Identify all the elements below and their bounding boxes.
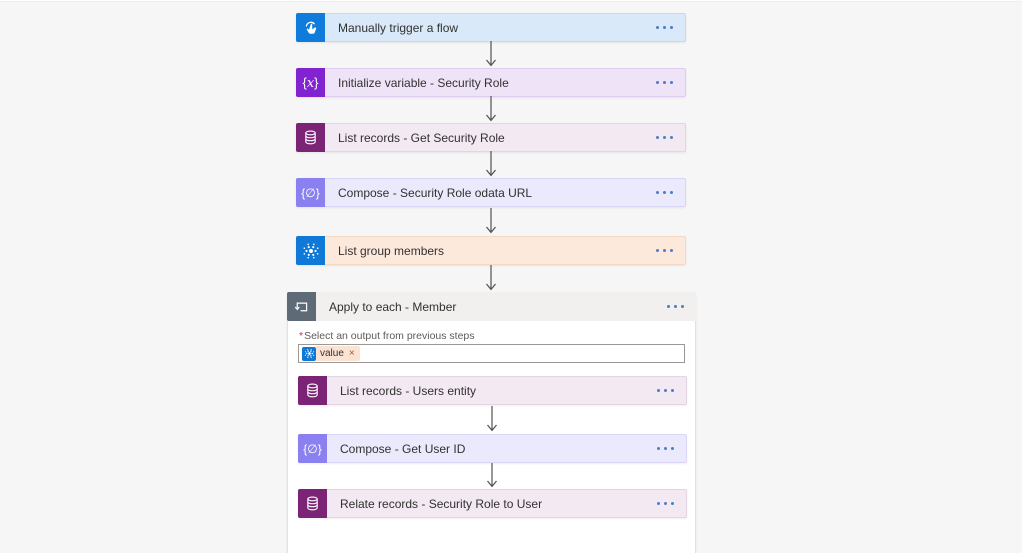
ellipsis-menu-icon[interactable] xyxy=(651,496,686,511)
token-label: value xyxy=(320,348,344,359)
entra-group-icon xyxy=(302,346,316,361)
token-remove-icon[interactable]: × xyxy=(348,347,355,359)
step-list-records-users-entity[interactable]: List records - Users entity xyxy=(298,376,687,405)
loop-icon xyxy=(287,292,316,321)
dynamic-content-token[interactable]: value × xyxy=(302,346,360,361)
step-list-records-get-security-role[interactable]: List records - Get Security Role xyxy=(296,123,686,152)
ellipsis-menu-icon[interactable] xyxy=(651,383,686,398)
step-title: Relate records - Security Role to User xyxy=(340,496,543,511)
code-braces-icon: {∅} xyxy=(298,434,327,463)
step-title: Compose - Get User ID xyxy=(340,441,466,456)
input-label: *Select an output from previous steps xyxy=(299,330,475,342)
step-title: Compose - Security Role odata URL xyxy=(338,185,533,200)
top-divider xyxy=(0,0,1022,2)
step-title: Initialize variable - Security Role xyxy=(338,75,509,90)
code-braces-icon: {∅} xyxy=(296,178,325,207)
entra-group-icon xyxy=(296,236,325,265)
connector-arrow xyxy=(487,406,497,432)
ellipsis-menu-icon[interactable] xyxy=(661,299,696,314)
step-title: List records - Get Security Role xyxy=(338,130,505,145)
step-manually-trigger-a-flow[interactable]: Manually trigger a flow xyxy=(296,13,686,42)
required-asterisk: * xyxy=(299,330,304,342)
connector-arrow xyxy=(486,96,496,122)
step-compose-security-role-odata-url[interactable]: {∅} Compose - Security Role odata URL xyxy=(296,178,686,207)
ellipsis-menu-icon[interactable] xyxy=(651,441,686,456)
connector-arrow xyxy=(487,463,497,488)
database-icon xyxy=(298,489,327,518)
step-title: List records - Users entity xyxy=(340,383,477,398)
manual-trigger-icon xyxy=(296,13,325,42)
database-icon xyxy=(296,123,325,152)
connector-arrow xyxy=(486,208,496,234)
scope-title: Apply to each - Member xyxy=(329,299,457,314)
step-title: List group members xyxy=(338,243,445,258)
apply-to-each-header[interactable]: Apply to each - Member xyxy=(287,292,696,321)
database-icon xyxy=(298,376,327,405)
step-list-group-members[interactable]: List group members xyxy=(296,236,686,265)
connector-arrow xyxy=(486,151,496,177)
output-selector-input[interactable]: value × xyxy=(298,344,685,363)
connector-arrow xyxy=(486,265,496,291)
ellipsis-menu-icon[interactable] xyxy=(650,75,685,90)
ellipsis-menu-icon[interactable] xyxy=(650,130,685,145)
step-relate-records-security-role-to-user[interactable]: Relate records - Security Role to User xyxy=(298,489,687,518)
ellipsis-menu-icon[interactable] xyxy=(650,185,685,200)
step-compose-get-user-id[interactable]: {∅} Compose - Get User ID xyxy=(298,434,687,463)
ellipsis-menu-icon[interactable] xyxy=(650,20,685,35)
connector-arrow xyxy=(486,41,496,67)
step-initialize-variable[interactable]: {x} Initialize variable - Security Role xyxy=(296,68,686,97)
ellipsis-menu-icon[interactable] xyxy=(650,243,685,258)
apply-to-each-scope: Apply to each - Member *Select an output… xyxy=(287,292,696,553)
variable-icon: {x} xyxy=(296,68,325,97)
step-title: Manually trigger a flow xyxy=(338,20,459,35)
